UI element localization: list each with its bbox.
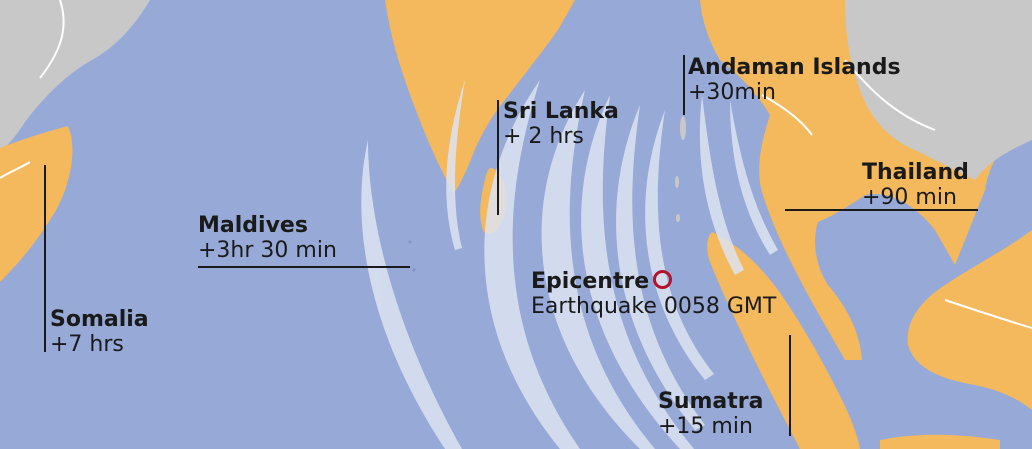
epicentre-detail: Earthquake 0058 GMT [531, 294, 777, 319]
tsunami-waves [361, 80, 778, 449]
africa-land [0, 0, 150, 152]
maldives-label: Maldives +3hr 30 min [198, 213, 337, 263]
somalia-name: Somalia [50, 307, 149, 332]
thailand-label: Thailand +90 min [862, 160, 969, 210]
borneo-land [907, 230, 1032, 410]
andaman-name: Andaman Islands [688, 55, 901, 80]
country-border [761, 94, 813, 136]
epicentre-label: Epicentre Earthquake 0058 GMT [531, 269, 776, 319]
sri-lanka-label: Sri Lanka + 2 hrs [503, 99, 619, 149]
indochina-grey [845, 0, 1032, 180]
andaman-island-2 [675, 176, 679, 188]
maldives-dot-2 [412, 268, 416, 272]
africa-border [39, 0, 65, 79]
somalia-border [0, 161, 31, 179]
andaman-label: Andaman Islands +30min [688, 55, 901, 105]
india-land [385, 0, 575, 193]
maldives-dot [408, 240, 412, 244]
borneo-border [944, 299, 1032, 329]
thailand-time: +90 min [862, 185, 957, 210]
java-land [880, 434, 1000, 449]
andaman-time: +30min [688, 80, 776, 105]
sumatra-land [707, 232, 860, 449]
maldives-time: +3hr 30 min [198, 238, 337, 263]
nicobar-island [676, 214, 680, 222]
maldives-name: Maldives [198, 213, 308, 238]
sumatra-time: +15 min [658, 414, 753, 439]
sri-lanka-time: + 2 hrs [503, 124, 584, 149]
country-border-2 [844, 59, 936, 131]
epicentre-name: Epicentre [531, 269, 650, 294]
sumatra-name: Sumatra [658, 389, 764, 414]
sri-lanka-name: Sri Lanka [503, 99, 619, 124]
somalia-land [0, 126, 73, 282]
somalia-label: Somalia +7 hrs [50, 307, 149, 357]
somalia-time: +7 hrs [50, 332, 124, 357]
andaman-island [680, 116, 686, 140]
thailand-name: Thailand [862, 160, 969, 185]
epicentre-marker-icon [653, 270, 673, 289]
sumatra-label: Sumatra +15 min [658, 389, 764, 439]
